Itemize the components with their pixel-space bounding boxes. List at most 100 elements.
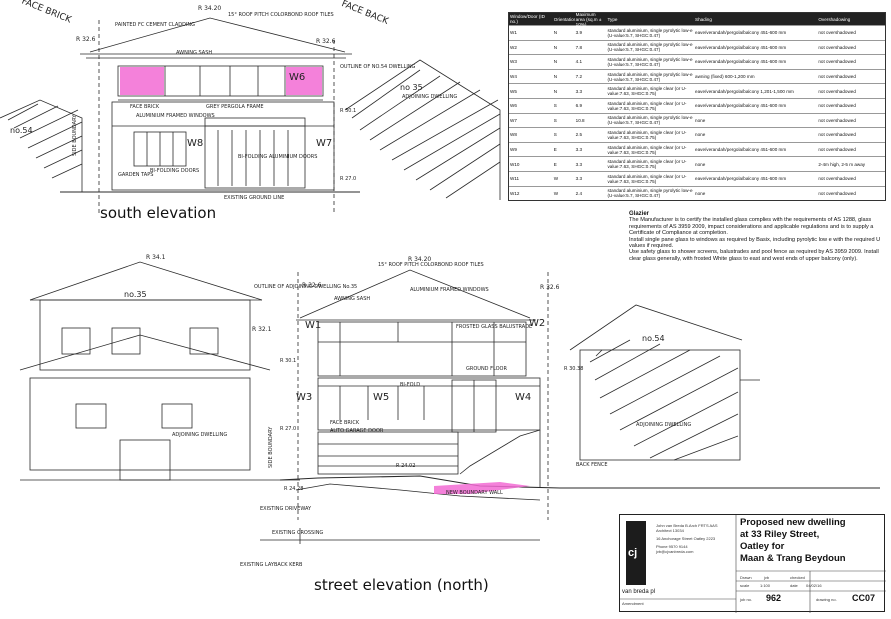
street-note-4: FROSTED GLASS BALUSTRADE — [456, 324, 533, 330]
boundary-wall-highlight — [434, 482, 530, 494]
south-neighbour-right: no 35 — [400, 83, 423, 92]
street-note-7: GROUND FLOOR — [466, 366, 507, 372]
window-schedule-table: Window/Door (ID no.) Orientation Maximum… — [508, 11, 886, 202]
table-row: W10 E 3.3 standard aluminium, single cle… — [509, 156, 885, 171]
south-elevation-drawing — [0, 17, 501, 215]
south-rl-right: R 32.6 — [316, 38, 336, 45]
street-note-8: BI-FOLD — [400, 382, 421, 388]
south-rl-ground: R 27.0 — [340, 176, 357, 182]
cell: W12 — [510, 190, 520, 196]
cell: not overshadowed — [818, 44, 856, 50]
south-note-6: GREY PERGOLA FRAME — [206, 104, 264, 110]
street-note-14: NEW BOUNDARY WALL — [446, 490, 503, 496]
cell: eave/verandah/pergola/balcony 1,201-1,50… — [695, 88, 794, 94]
street-rl-right-roof: R 32.6 — [540, 284, 560, 291]
cell: W6 — [510, 103, 517, 109]
street-neighbour-right-sub: ADJOINING DWELLING — [636, 422, 692, 428]
drawing-label: drawing no. — [816, 597, 837, 602]
street-rl-floor1: R 30.1 — [280, 358, 297, 364]
south-note-3: OUTLINE OF NO.54 DWELLING — [340, 64, 416, 70]
cell: standard aluminium, single clear (or U-v… — [607, 173, 687, 184]
south-note-7: BI-FOLDING ALUMINIUM DOORS — [238, 154, 318, 160]
label-w2: W2 — [529, 318, 546, 329]
cell: 3.3 — [575, 161, 583, 167]
cell: not overshadowed — [818, 176, 856, 182]
cell: 3.3 — [575, 147, 583, 153]
cell: not overshadowed — [818, 103, 856, 109]
address-line: Architect 13034 — [656, 528, 684, 533]
project-line: at 33 Riley Street, — [740, 529, 820, 540]
street-note-13: EXISTING LAYBACK KERB — [240, 562, 303, 568]
cell: W10 — [510, 161, 520, 167]
south-rl-left: R 32.6 — [76, 36, 96, 43]
south-note-5: ALUMINIUM FRAMED WINDOWS — [136, 113, 215, 119]
south-highlight-window — [120, 67, 164, 95]
cell: W9 — [510, 147, 517, 153]
schedule-header-cell: Window/Door (ID no.) — [510, 14, 545, 24]
cell: standard aluminium, single pyrolytic low… — [607, 27, 693, 38]
table-row: W5 N 3.3 standard aluminium, single clea… — [509, 83, 885, 98]
cell: 4.1 — [575, 59, 583, 65]
address-line: John van Breda B.Arch FRTS AAS — [656, 523, 718, 528]
cell: standard aluminium, single pyrolytic low… — [607, 42, 693, 53]
cell: standard aluminium, single clear (or U-v… — [607, 144, 687, 155]
glazier-note: Glazier The Manufacturer is to certify t… — [629, 211, 884, 262]
cell: W3 — [510, 59, 517, 65]
south-note-8: BI-FOLDING DOORS — [150, 168, 200, 174]
schedule-header-cell: Maximum area (sq.m ± 10%) — [575, 11, 602, 27]
cell: W2 — [510, 44, 517, 50]
south-note-10: GARDEN TAPS — [118, 172, 154, 178]
cell: not overshadowed — [818, 190, 856, 196]
cell: 3.3 — [575, 88, 583, 94]
label-w8: W8 — [187, 138, 204, 149]
cell: W5 — [510, 88, 517, 94]
label-w4: W4 — [515, 392, 532, 403]
scale-value: 1:100 — [760, 583, 771, 588]
cell: not overshadowed — [818, 74, 856, 80]
cell: standard aluminium, single pyrolytic low… — [607, 188, 693, 199]
glazier-line: Install single pane glass to windows as … — [629, 236, 881, 250]
street-rl-garage: R 24.28 — [284, 486, 304, 492]
cell: W — [553, 190, 559, 196]
job-number: 962 — [766, 593, 782, 603]
cell: N — [553, 88, 558, 94]
cell: not overshadowed — [818, 30, 856, 36]
schedule-header-cell: Orientation — [553, 16, 575, 22]
south-rl-ridge: R 34.20 — [198, 5, 222, 12]
cell: E — [553, 147, 557, 153]
firm-address: John van Breda B.Arch FRTS AAS Architect… — [656, 523, 732, 554]
cell: none — [695, 161, 706, 167]
street-elevation-drawing — [19, 261, 880, 544]
cell: standard aluminium, single clear (or U-v… — [607, 159, 687, 170]
street-note-6: AUTO GARAGE DOOR — [330, 428, 384, 434]
cell: W1 — [510, 30, 517, 36]
cell: standard aluminium, single pyrolytic low… — [607, 115, 693, 126]
address-line: 16 Anchorage Street Oatley 2223 — [656, 536, 716, 541]
table-row: W2 N 7.8 standard aluminium, single pyro… — [509, 39, 885, 55]
street-rl-neighbour-right: R 32.1 — [252, 326, 272, 333]
street-note-5: FACE BRICK — [330, 420, 360, 426]
scale-label: scale — [740, 583, 750, 588]
south-neighbour-right-sub: ADJOINING DWELLING — [402, 94, 458, 100]
cell: eave/verandah/pergola/balcony 451-600 mm — [695, 30, 787, 36]
firm-name: van breda pl — [622, 589, 656, 595]
table-row: W7 S 10.8 standard aluminium, single pyr… — [509, 112, 885, 128]
title-block: cj van breda pl John van Breda B.Arch FR… — [619, 514, 886, 613]
south-note-1: 15° ROOF PITCH COLORBOND ROOF TILES — [228, 12, 334, 18]
cell: 7.8 — [575, 44, 583, 50]
cell: S — [553, 117, 557, 123]
south-neighbour-left: no.54 — [10, 126, 33, 135]
job-label: job no. — [740, 597, 753, 602]
glazier-title: Glazier — [629, 211, 650, 217]
street-rl-neighbour-left: R 34.1 — [146, 254, 166, 261]
cell: none — [695, 190, 706, 196]
cell: not overshadowed — [818, 147, 856, 153]
project-line: Proposed new dwelling — [740, 517, 846, 528]
street-note-3: ALUMINIUM FRAMED WINDOWS — [410, 287, 489, 293]
street-neighbour-left: no.35 — [124, 290, 147, 299]
date-value: 04/02/16 — [806, 583, 822, 588]
label-w5: W5 — [373, 392, 390, 403]
project-line: Maan & Trang Beydoun — [740, 553, 846, 564]
cell: 2.5 — [575, 132, 583, 138]
